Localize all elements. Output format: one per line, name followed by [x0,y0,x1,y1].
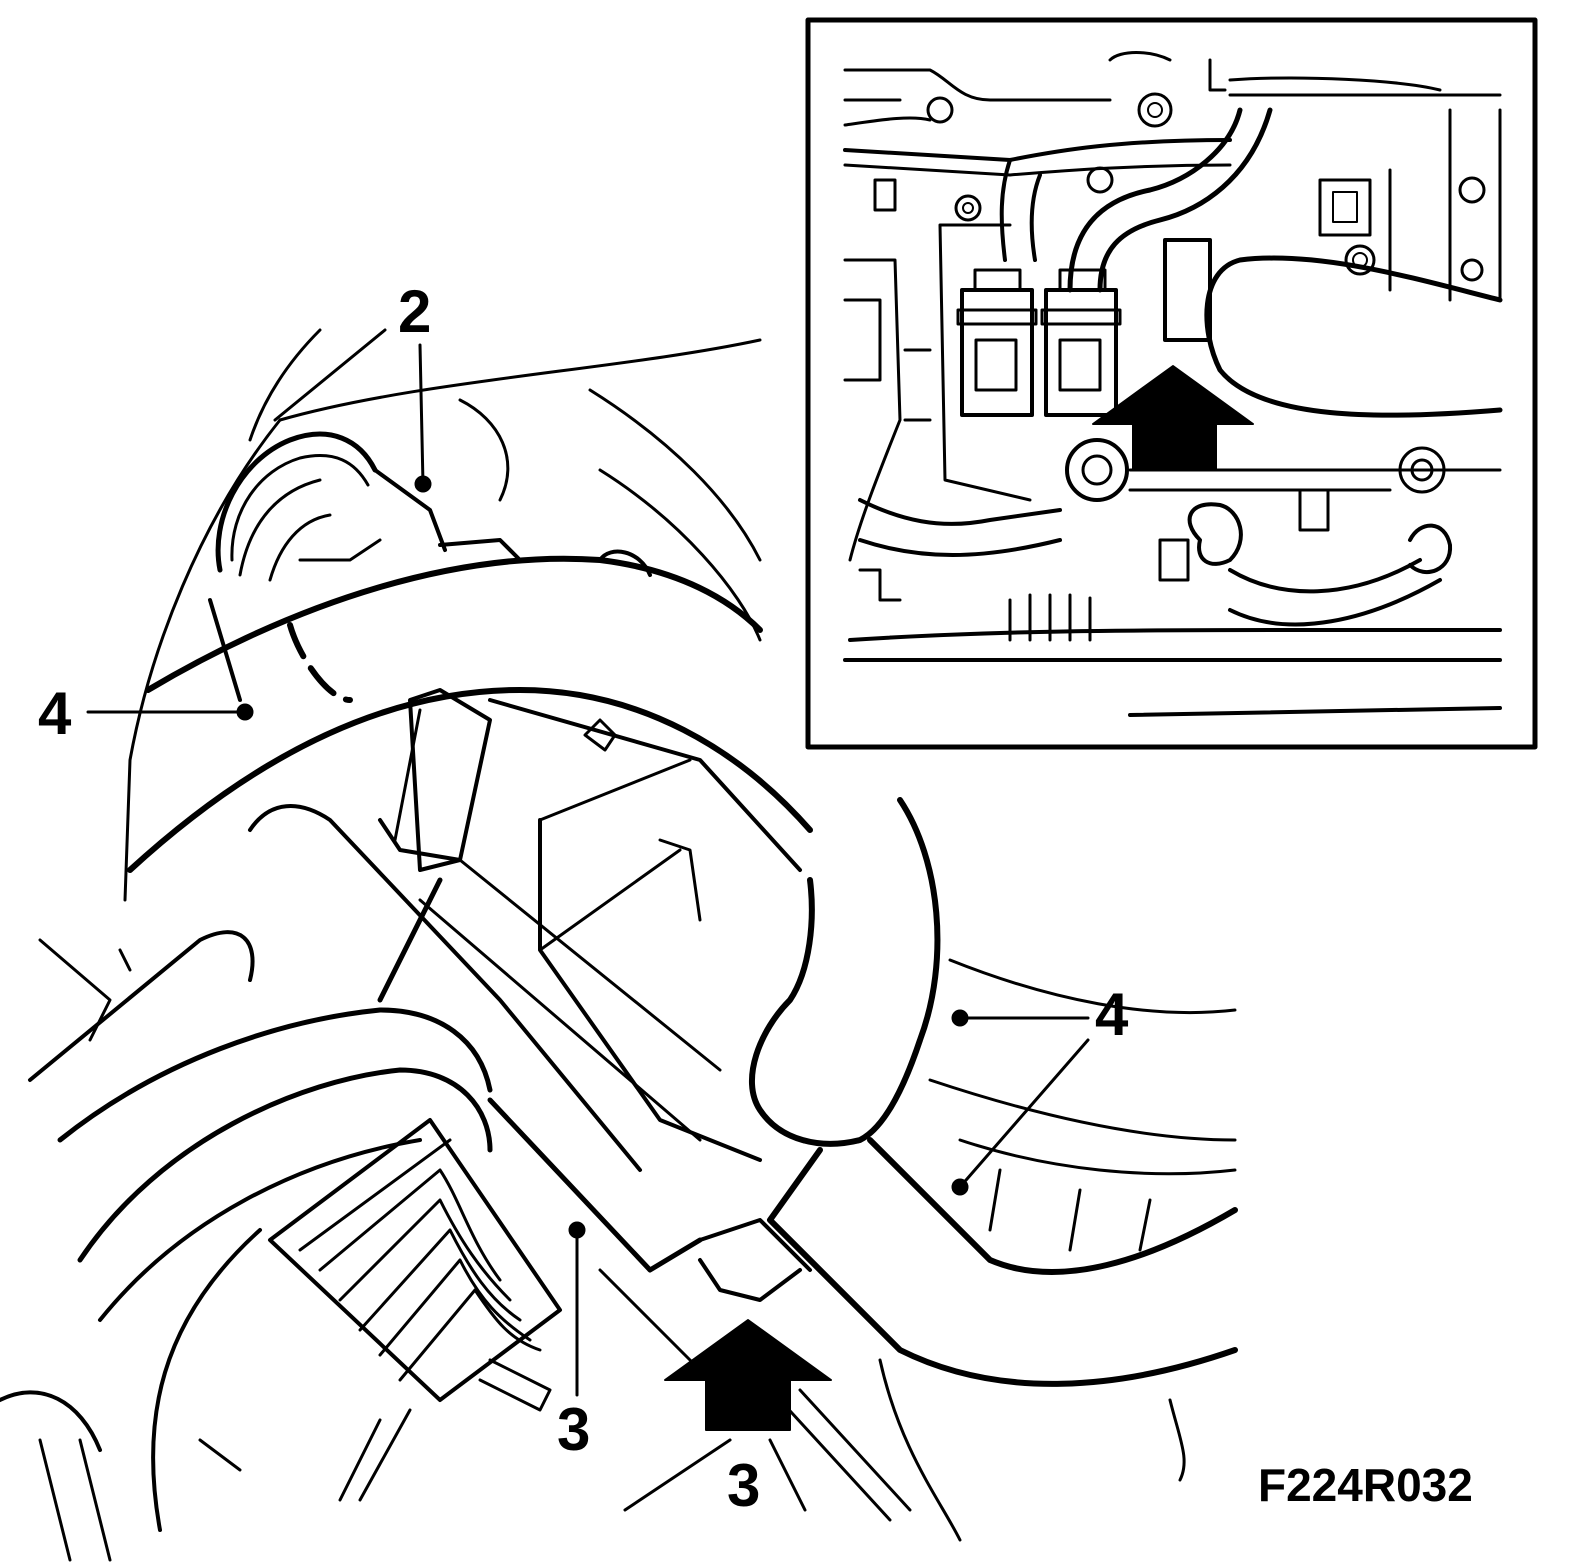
callout-4-right: 4 [1095,981,1129,1048]
pipe-3 [248,804,812,1372]
callout-3-upper: 3 [557,1396,591,1463]
main-view [0,328,1238,1562]
leader-lines [86,328,1090,1512]
hose-4-upper [127,555,813,873]
figure-code: F224R032 [1258,1459,1473,1511]
inset-hose [999,107,1503,418]
callout-3-lower: 3 [727,1452,761,1519]
inset-view [805,17,1538,750]
connector-2 [215,431,652,582]
lower-connector [0,930,562,1562]
direction-arrow-main [664,1319,832,1431]
callout-4-left: 4 [38,680,72,747]
inset-relays [956,268,1122,417]
hose-4-right [749,797,1238,1387]
callout-2: 2 [398,278,432,345]
direction-arrow-inset [1092,365,1254,471]
sensor-body [377,688,802,1162]
